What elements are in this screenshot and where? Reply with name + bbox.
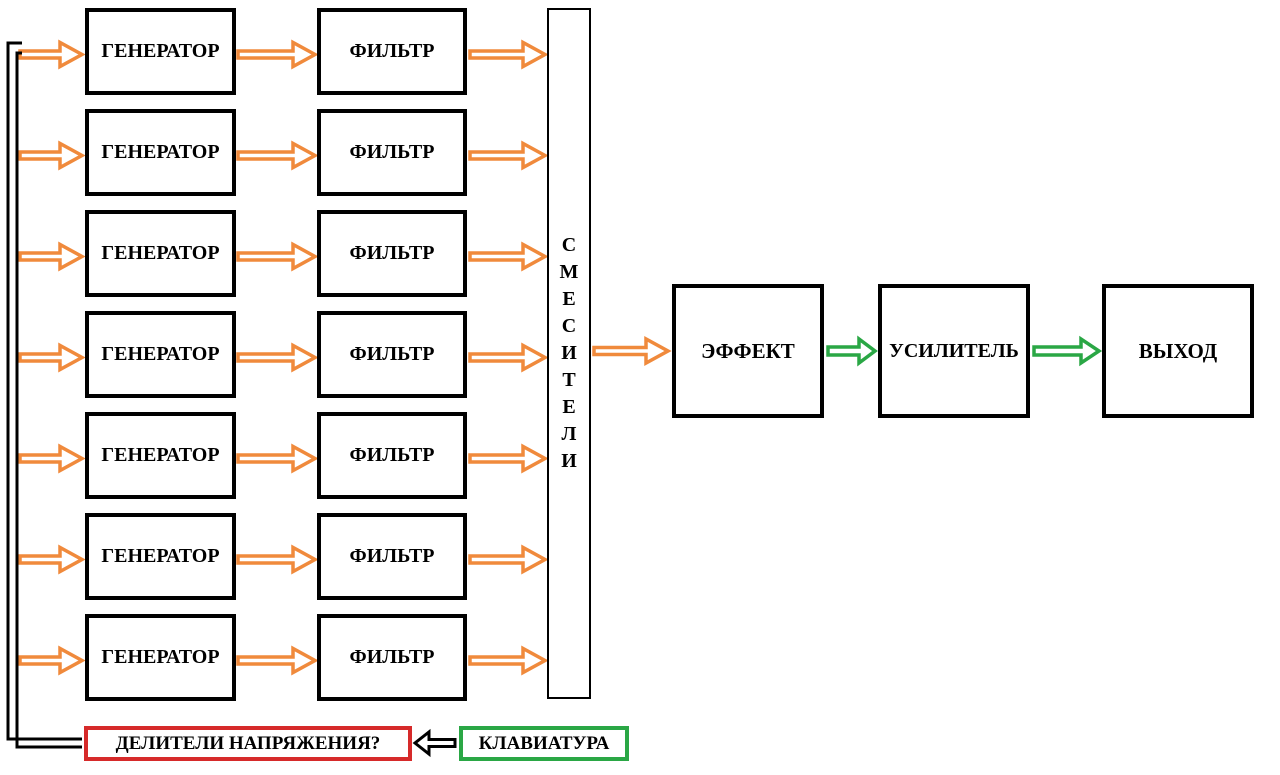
effect-to-amplifier-arrow (826, 335, 878, 367)
mixer-letter: С (561, 234, 577, 256)
feedback-bus-inner (15, 51, 82, 749)
filter-to-mixer-arrow (468, 645, 549, 676)
input-arrow (18, 140, 86, 171)
generator-to-filter-arrow (236, 241, 319, 272)
effect-label: ЭФФЕКТ (701, 338, 795, 363)
feedback-bus-outer (6, 41, 82, 741)
input-arrow (18, 342, 86, 373)
mixer-letter: Л (561, 423, 577, 445)
filter-to-mixer-arrow (468, 443, 549, 474)
filter-to-mixer-arrow (468, 342, 549, 373)
filter-label: ФИЛЬТР (349, 545, 435, 567)
filter-label: ФИЛЬТР (349, 444, 435, 466)
generator-label: ГЕНЕРАТОР (101, 141, 220, 163)
filter-block: ФИЛЬТР (317, 109, 467, 196)
filter-block: ФИЛЬТР (317, 412, 467, 499)
filter-to-mixer-arrow (468, 39, 549, 70)
generator-label: ГЕНЕРАТОР (101, 545, 220, 567)
generator-block: ГЕНЕРАТОР (85, 210, 236, 297)
amplifier-label: УСИЛИТЕЛЬ (889, 339, 1019, 362)
generator-block: ГЕНЕРАТОР (85, 109, 236, 196)
input-arrow (18, 443, 86, 474)
generator-block: ГЕНЕРАТОР (85, 311, 236, 398)
amplifier-block: УСИЛИТЕЛЬ (878, 284, 1030, 418)
mixer-letter: Т (562, 369, 576, 391)
filter-label: ФИЛЬТР (349, 343, 435, 365)
input-arrow (18, 241, 86, 272)
generator-label: ГЕНЕРАТОР (101, 343, 220, 365)
output-block: ВЫХОД (1102, 284, 1254, 418)
input-arrow (18, 39, 86, 70)
mixer-letter: И (561, 450, 577, 472)
filter-label: ФИЛЬТР (349, 141, 435, 163)
filter-label: ФИЛЬТР (349, 40, 435, 62)
filter-block: ФИЛЬТР (317, 311, 467, 398)
amplifier-to-output-arrow (1032, 335, 1103, 367)
generator-label: ГЕНЕРАТОР (101, 444, 220, 466)
generator-to-filter-arrow (236, 544, 319, 575)
generator-block: ГЕНЕРАТОР (85, 614, 236, 701)
output-label: ВЫХОД (1138, 338, 1218, 363)
keyboard-to-divider-arrow (412, 728, 457, 758)
generator-to-filter-arrow (236, 342, 319, 373)
generator-to-filter-arrow (236, 443, 319, 474)
generator-to-filter-arrow (236, 645, 319, 676)
generator-label: ГЕНЕРАТОР (101, 40, 220, 62)
mixer-letter: Е (562, 288, 576, 310)
generator-block: ГЕНЕРАТОР (85, 8, 236, 95)
filter-block: ФИЛЬТР (317, 210, 467, 297)
input-arrow (18, 544, 86, 575)
mixer-letter: Е (562, 396, 576, 418)
effect-block: ЭФФЕКТ (672, 284, 824, 418)
mixer-to-effect-arrow (592, 336, 672, 366)
filter-to-mixer-arrow (468, 140, 549, 171)
filter-label: ФИЛЬТР (349, 242, 435, 264)
generator-label: ГЕНЕРАТОР (101, 646, 220, 668)
generator-to-filter-arrow (236, 140, 319, 171)
generator-block: ГЕНЕРАТОР (85, 513, 236, 600)
filter-to-mixer-arrow (468, 544, 549, 575)
generator-to-filter-arrow (236, 39, 319, 70)
input-arrow (18, 645, 86, 676)
keyboard-label: КЛАВИАТУРА (478, 732, 610, 754)
generator-block: ГЕНЕРАТОР (85, 412, 236, 499)
filter-block: ФИЛЬТР (317, 8, 467, 95)
filter-block: ФИЛЬТР (317, 513, 467, 600)
mixer-letter: И (561, 342, 577, 364)
mixer-letter: С (561, 315, 577, 337)
voltage-divider-block: ДЕЛИТЕЛИ НАПРЯЖЕНИЯ? (84, 726, 412, 761)
voltage-divider-label: ДЕЛИТЕЛИ НАПРЯЖЕНИЯ? (115, 732, 381, 754)
generator-label: ГЕНЕРАТОР (101, 242, 220, 264)
keyboard-block: КЛАВИАТУРА (459, 726, 629, 761)
filter-to-mixer-arrow (468, 241, 549, 272)
mixer-letter: М (559, 261, 579, 283)
filter-block: ФИЛЬТР (317, 614, 467, 701)
filter-label: ФИЛЬТР (349, 646, 435, 668)
